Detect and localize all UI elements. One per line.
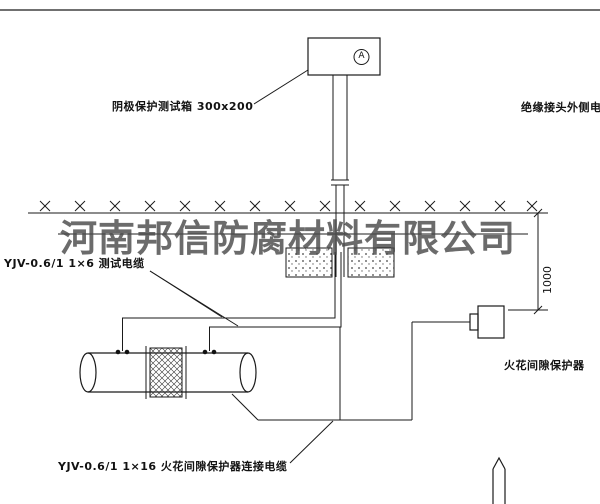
weld-points <box>115 349 217 355</box>
concrete-foundations <box>285 247 395 278</box>
dimension-line <box>508 208 548 315</box>
test-cables <box>122 252 342 351</box>
dimension-text-1000: 1000 <box>541 266 554 294</box>
pipe-end-symbol <box>492 456 506 504</box>
test-box-terminal-symbol: A <box>358 51 365 61</box>
insulated-joint-cable-label: 绝缘接头外侧电缆 <box>521 101 600 114</box>
protector-cable <box>231 321 470 421</box>
riser-conduit <box>331 75 349 277</box>
company-watermark: 河南邦信防腐材料有限公司 <box>60 217 516 260</box>
spark-gap-protector-label: 火花间隙保护器 <box>504 359 585 372</box>
insulating-joint <box>145 346 187 399</box>
test-box-label: 阴极保护测试箱 300x200 <box>112 100 254 113</box>
leader-lines <box>149 69 334 464</box>
protector-cable-label: YJV-0.6/1 1×16 火花间隙保护器连接电缆 <box>58 460 288 473</box>
test-box <box>307 37 381 76</box>
spark-gap-protector <box>469 305 505 339</box>
test-cable-label: YJV-0.6/1 1×6 测试电缆 <box>4 257 145 270</box>
